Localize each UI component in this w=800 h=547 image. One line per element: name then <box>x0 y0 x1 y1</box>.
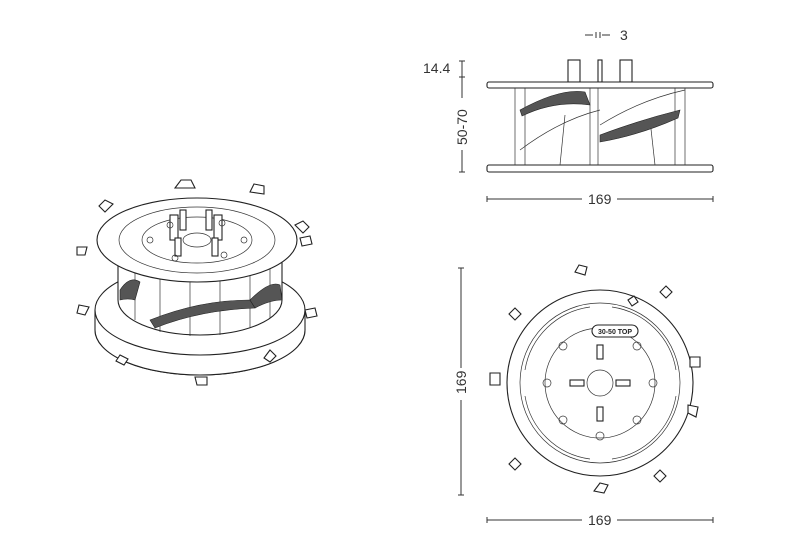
side-view <box>486 59 714 173</box>
head-height-dimension: 14.4 <box>423 60 450 76</box>
side-view-dimensions: 3 14.4 50-70 169 <box>423 27 714 207</box>
tab-gap-dimension: 3 <box>620 27 628 43</box>
top-view: 30-50 TOP <box>489 264 701 494</box>
isometric-view <box>76 179 318 386</box>
top-view-dimensions: 169 169 <box>453 267 714 528</box>
top-label: 30-50 TOP <box>598 329 632 336</box>
top-width-dimension: 169 <box>588 512 612 528</box>
height-range-dimension: 50-70 <box>454 109 470 145</box>
side-width-dimension: 169 <box>588 191 612 207</box>
top-height-dimension: 169 <box>453 370 469 394</box>
